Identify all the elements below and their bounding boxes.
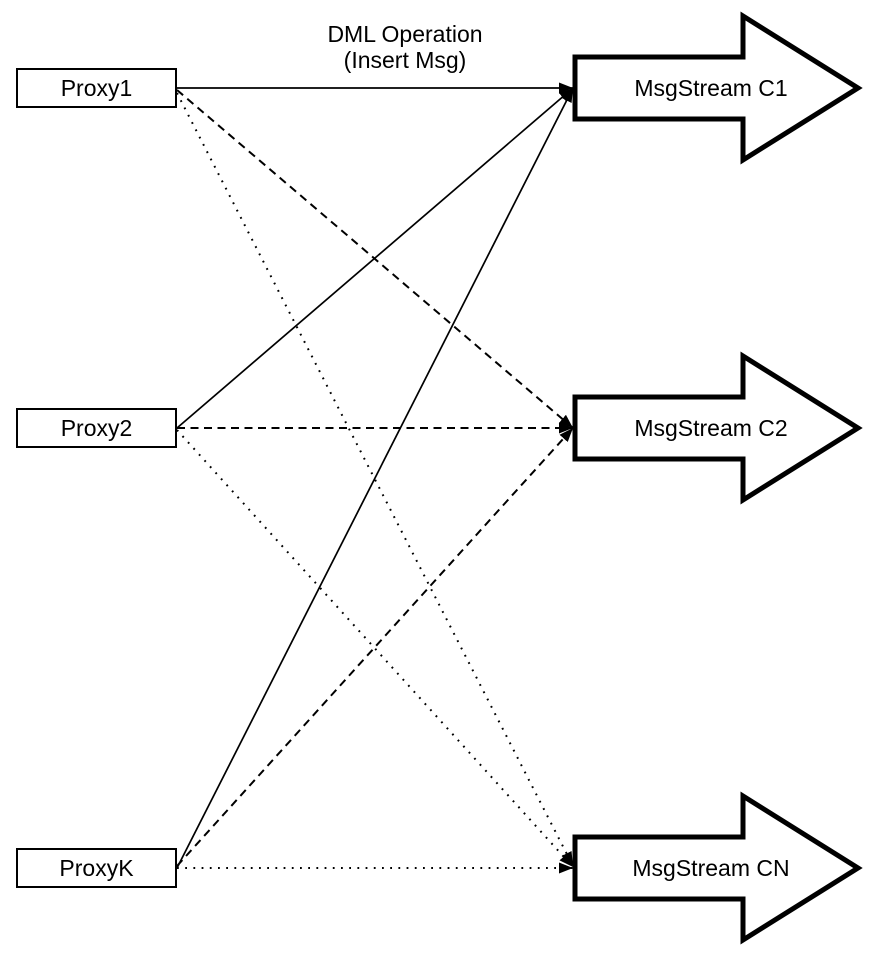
- proxyk-label: ProxyK: [59, 854, 134, 881]
- annotation-line1: DML Operation: [327, 21, 483, 47]
- annotation-line2: (Insert Msg): [343, 47, 467, 73]
- proxy1-label: Proxy1: [60, 74, 133, 101]
- edges-dashed-to-c2: [176, 89, 574, 867]
- msgstream-c1-arrow-shape: [572, 11, 863, 165]
- edges-dotted-to-cn: [176, 92, 574, 874]
- stream-arrow-shapes: [572, 11, 863, 945]
- proxy2-label: Proxy2: [60, 414, 133, 441]
- proxy2-node: Proxy2: [16, 408, 177, 448]
- msgstream-c1-label: MsgStream C1: [634, 75, 788, 101]
- msgstream-c2-arrow-shape: [572, 351, 863, 505]
- proxyk-node: ProxyK: [16, 848, 177, 888]
- edge-proxyk-msgstream-c1: [176, 87, 574, 869]
- edge-proxyk-msgstream-c2: [176, 427, 574, 867]
- msgstream-c2-label: MsgStream C2: [634, 415, 788, 441]
- edge-annotation: DML Operation (Insert Msg): [275, 21, 535, 73]
- msgstream-cn-label: MsgStream CN: [632, 855, 790, 881]
- msgstream-cn-arrow-shape: [572, 791, 863, 945]
- edge-proxy1-msgstream-c2: [176, 89, 574, 429]
- proxy1-node: Proxy1: [16, 68, 177, 108]
